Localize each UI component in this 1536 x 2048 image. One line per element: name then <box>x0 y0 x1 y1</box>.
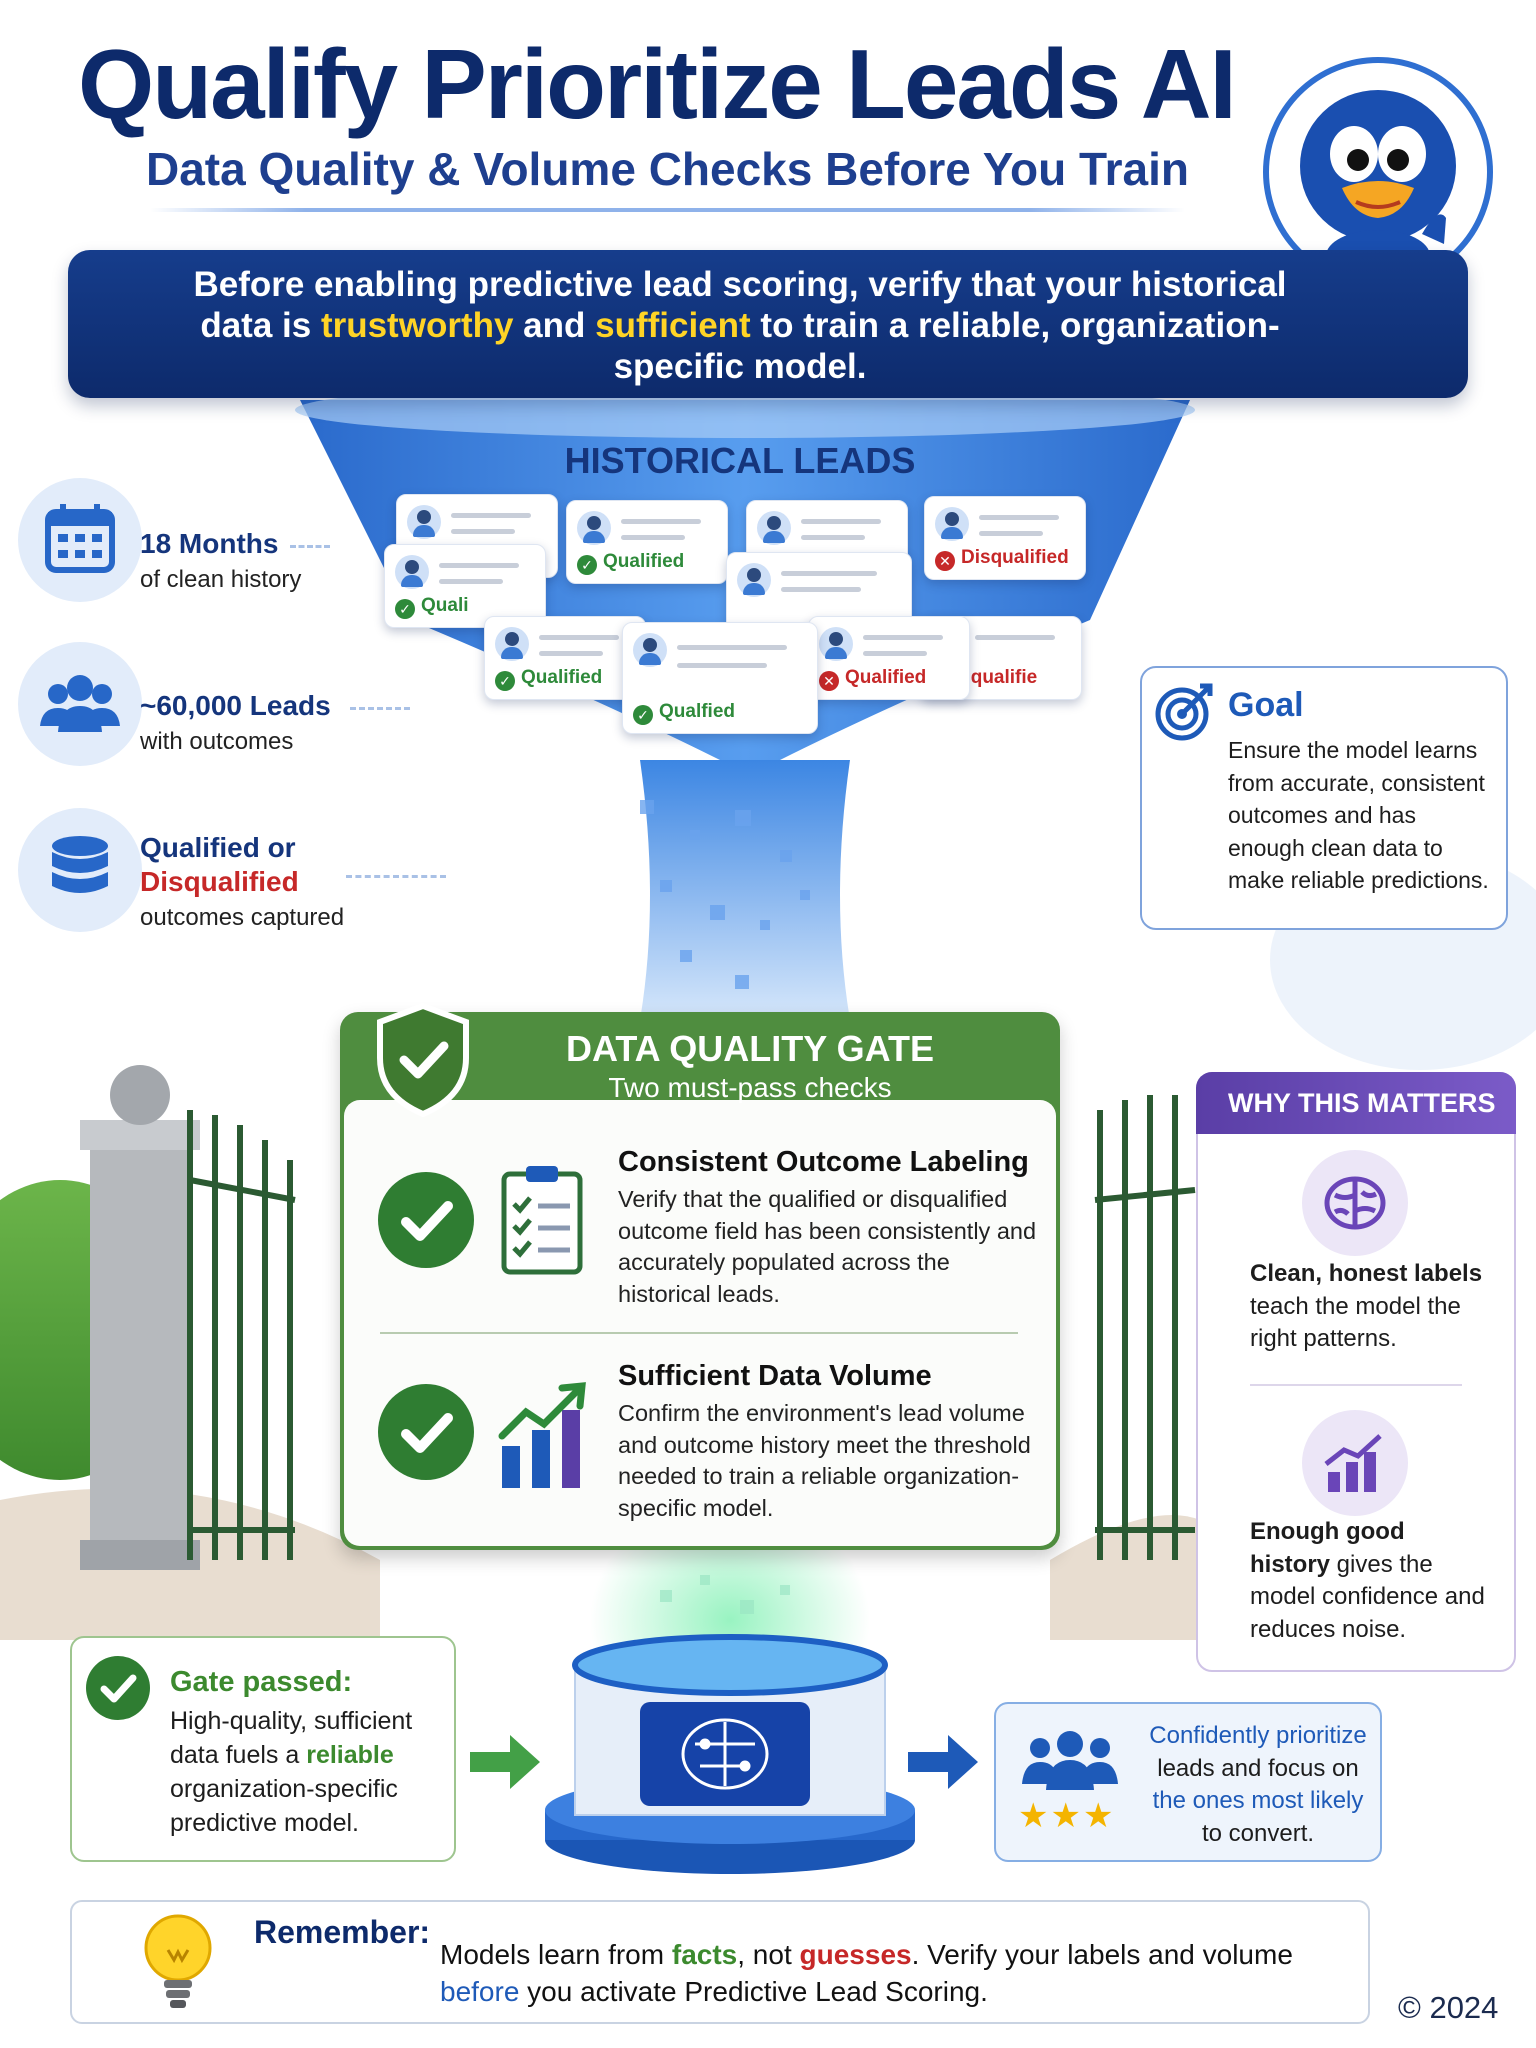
check-desc-volume: Confirm the environment's lead volume an… <box>618 1400 1031 1521</box>
subtitle-divider <box>150 208 1185 212</box>
lead-card: ✕Qualified <box>808 616 970 700</box>
connector-line <box>350 707 410 710</box>
lead-card: ✓Qualfied <box>622 622 818 734</box>
connector-line <box>346 875 446 878</box>
connector-line <box>290 545 330 548</box>
avatar-icon <box>757 511 791 545</box>
check-icon <box>378 1384 474 1480</box>
lead-status: ✓Qualified <box>495 667 602 691</box>
check-icon <box>378 1172 474 1268</box>
lead-status: ✕Qualified <box>819 667 926 691</box>
funnel-heading: HISTORICAL LEADS <box>564 440 916 481</box>
avatar-icon <box>819 627 853 661</box>
stat-outcomes-sub: outcomes captured <box>140 904 345 931</box>
gate-subtitle: Two must-pass checks <box>608 1072 892 1103</box>
check-desc-labeling: Verify that the qualified or disqualifie… <box>618 1186 1037 1307</box>
remember-title: Remember: <box>254 1914 431 1950</box>
gate-title: DATA QUALITY GATE <box>566 1028 934 1069</box>
ai-pedestal <box>545 1500 915 1874</box>
target-icon <box>1155 683 1213 741</box>
lead-status: ✓Qualified <box>577 551 684 575</box>
people-icon <box>18 642 142 766</box>
check-title-volume: Sufficient Data Volume <box>618 1360 932 1392</box>
why-divider <box>1250 1384 1462 1386</box>
gate-passed-title: Gate passed: <box>170 1666 353 1698</box>
avatar-icon <box>577 511 611 545</box>
flow-arrows <box>470 1735 978 1789</box>
goal-title: Goal <box>1228 686 1304 724</box>
gate-checks-area <box>344 1100 1056 1546</box>
intro-banner <box>68 250 1468 398</box>
highlight-sufficient: sufficient <box>595 306 751 345</box>
remember-card <box>70 1900 1370 2024</box>
page-title: Qualify Prioritize Leads AI <box>78 29 1237 139</box>
left-gate <box>0 1065 380 1640</box>
goal-card <box>1140 666 1508 930</box>
brain-icon <box>1302 1150 1408 1256</box>
stat-leads-sub: with outcomes <box>140 728 294 755</box>
lead-card: ✓Quali <box>384 544 546 628</box>
why-text-history: Enough good history gives the model conf… <box>1250 1518 1485 1643</box>
lead-status: ✓Quali <box>395 595 469 619</box>
gate-divider <box>380 1332 1018 1334</box>
stat-outcomes-disqualified: Disqualified <box>140 866 299 897</box>
lead-card: ✓Qualified <box>566 500 728 584</box>
page-subtitle: Data Quality & Volume Checks Before You … <box>146 143 1189 195</box>
why-header-bar <box>1196 1072 1516 1134</box>
avatar-icon <box>407 505 441 539</box>
ai-brain-icon <box>681 1718 769 1790</box>
copyright: © 2024 <box>1398 1990 1499 2025</box>
lead-status: ✕Disqualified <box>935 547 1069 571</box>
goal-text: Ensure the model learns from accurate, c… <box>1228 737 1489 893</box>
gate-passed-text: High-quality, sufficient data fuels a re… <box>170 1707 413 1837</box>
stat-leads: ~60,000 Leads <box>140 690 331 721</box>
why-text-labels: Clean, honest labels teach the model the… <box>1250 1260 1483 1352</box>
avatar-icon <box>737 563 771 597</box>
stat-outcomes: Qualified or <box>140 832 296 863</box>
check-title-labeling: Consistent Outcome Labeling <box>618 1146 1029 1178</box>
lead-card: ✓Qualified <box>484 616 646 700</box>
highlight-trustworthy: trustworthy <box>320 306 514 345</box>
avatar-icon <box>395 555 429 589</box>
team-icon <box>1022 1731 1118 1790</box>
why-title: WHY THIS MATTERS <box>1228 1088 1496 1118</box>
calendar-icon <box>18 478 142 602</box>
clipboard-checklist-icon <box>501 1166 583 1275</box>
check-icon <box>86 1656 150 1720</box>
lead-card: ✕Disqualified <box>924 496 1086 580</box>
bar-chart-icon <box>1302 1410 1408 1516</box>
intro-text: Before enabling predictive lead scoring,… <box>193 265 1287 386</box>
rating-stars-icon: ★★★ <box>1018 1797 1116 1835</box>
remember-text: Models learn from facts, not guesses. Ve… <box>440 1939 1293 2007</box>
lead-status: ✓Qualfied <box>633 701 735 725</box>
penguin-mascot-logo <box>1263 57 1493 287</box>
avatar-icon <box>935 507 969 541</box>
shield-check-icon <box>377 1002 469 1118</box>
right-gate <box>1050 1095 1200 1640</box>
stat-months-sub: of clean history <box>140 566 302 593</box>
database-icon <box>18 808 142 932</box>
avatar-icon <box>495 627 529 661</box>
outcome-text: Confidently prioritize leads and focus o… <box>1149 1722 1367 1847</box>
avatar-icon <box>633 633 667 667</box>
lightbulb-icon <box>144 1914 212 2008</box>
growth-chart-icon <box>498 1382 586 1488</box>
stat-months: 18 Months <box>140 528 279 559</box>
